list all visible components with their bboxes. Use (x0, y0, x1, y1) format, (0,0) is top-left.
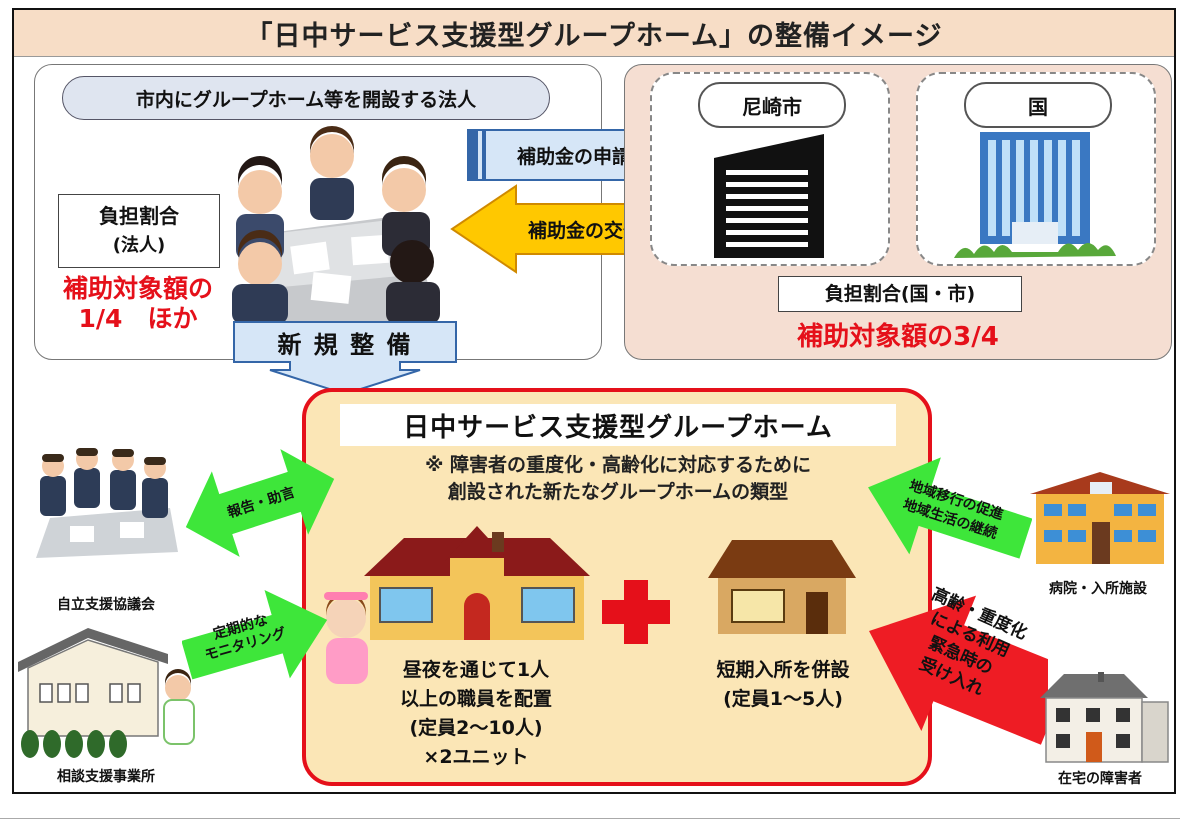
staffing-line4: ×2ユニット (423, 746, 529, 768)
short-stay-caption: 短期入所を併設 (定員1〜5人) (690, 656, 876, 714)
council-label: 自立支援協議会 (57, 597, 155, 613)
emergency-admission-arrow (868, 595, 1048, 745)
caregiver-illustration (324, 592, 368, 684)
diagram-title: 「日中サービス支援型グループホーム」の整備イメージ (14, 10, 1174, 57)
council-meeting-illustration (36, 448, 178, 558)
corporation-amount: 補助対象額の 1/4 ほか (44, 274, 232, 334)
home-label: 在宅の障害者 (1058, 771, 1142, 787)
government-amount: 補助対象額の3/4 (797, 322, 999, 352)
consultation-office-label: 相談支援事業所 (57, 769, 155, 785)
corporation-burden-box: 負担割合 (法人) (58, 194, 220, 268)
country-label: 国 (964, 82, 1112, 128)
corporation-amount-line2: 1/4 ほか (78, 304, 198, 333)
plus-icon (602, 580, 670, 644)
meeting-illustration (232, 126, 440, 324)
hospital-label: 病院・入所施設 (1049, 581, 1147, 597)
main-note-line1: ※ 障害者の重度化・高齢化に対応するために (424, 454, 812, 476)
government-building (954, 132, 1116, 258)
report-advice-arrow (185, 449, 335, 557)
community-transition-arrow (868, 457, 1032, 559)
main-note: ※ 障害者の重度化・高齢化に対応するために 創設された新たなグループホームの類型 (330, 452, 906, 506)
new-construction-arrow (233, 321, 457, 396)
monitoring-arrow (182, 589, 328, 680)
application-label: 補助金の申請 (516, 145, 631, 168)
short-stay-line1: 短期入所を併設 (716, 659, 850, 681)
main-title: 日中サービス支援型グループホーム (340, 404, 896, 446)
consultation-office-illustration (18, 628, 195, 758)
main-note-line2: 創設された新たなグループホームの類型 (447, 481, 789, 503)
hospital-illustration (1030, 472, 1170, 564)
divider-line (0, 818, 1180, 819)
corporation-label: 市内にグループホーム等を開設する法人 (62, 76, 550, 120)
corporation-burden-sub: (法人) (112, 235, 166, 256)
new-construction-label: 新 規 整 備 (277, 330, 413, 359)
group-home-house (364, 526, 590, 640)
short-stay-house (708, 540, 856, 634)
short-stay-line2: (定員1〜5人) (723, 688, 843, 710)
city-label: 尼崎市 (698, 82, 846, 128)
corporation-amount-line1: 補助対象額の (62, 274, 213, 303)
staffing-caption: 昼夜を通じて1人 以上の職員を配置 (定員2〜10人) ×2ユニット (362, 656, 590, 772)
staffing-line2: 以上の職員を配置 (399, 688, 552, 710)
corporation-burden-title: 負担割合 (99, 204, 179, 228)
staffing-line3: (定員2〜10人) (409, 717, 543, 739)
grant-label: 補助金の交付 (527, 219, 642, 242)
government-burden-label: 負担割合(国・市) (778, 276, 1022, 312)
staffing-line1: 昼夜を通じて1人 (402, 659, 550, 681)
city-hall-building (714, 134, 824, 258)
home-illustration (1040, 672, 1169, 763)
